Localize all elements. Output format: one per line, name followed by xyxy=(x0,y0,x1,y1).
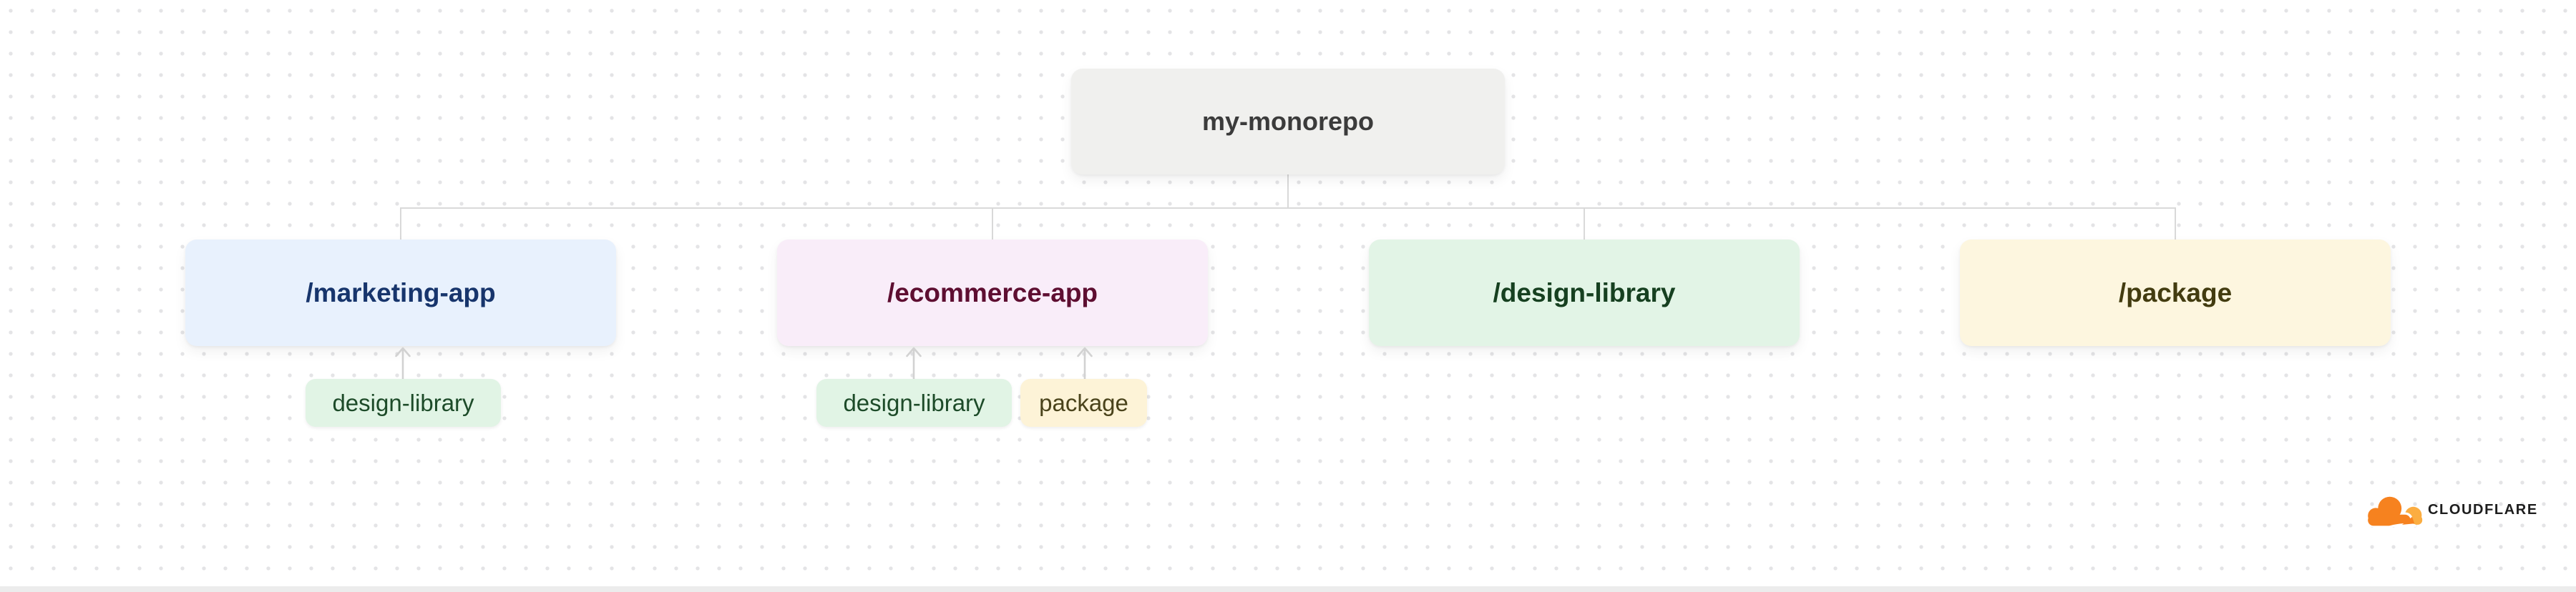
cloudflare-cloud-icon xyxy=(2366,494,2423,527)
bottom-edge-strip xyxy=(0,586,2576,592)
node-package: /package xyxy=(1960,240,2391,346)
node-label: /package xyxy=(2118,277,2233,307)
node-design-library: /design-library xyxy=(1369,240,1800,346)
node-my-monorepo: my-monorepo xyxy=(1071,69,1505,174)
cloudflare-logo: CLOUDFLARE xyxy=(2365,493,2538,527)
node-label: /marketing-app xyxy=(306,277,496,307)
connector-stub-package xyxy=(2175,208,2176,240)
connector-stub-marketing-app xyxy=(400,208,401,240)
dependency-tag-label: design-library xyxy=(332,389,474,416)
dependency-tag-package: package xyxy=(1020,379,1147,427)
node-label: /design-library xyxy=(1493,277,1676,307)
connector-bus-line xyxy=(400,207,2176,209)
dependency-tag-design-library: design-library xyxy=(816,379,1012,427)
connector-stub-ecommerce-app xyxy=(992,208,993,240)
node-ecommerce-app: /ecommerce-app xyxy=(777,240,1208,346)
arrow-up-icon xyxy=(906,347,922,381)
node-label: /ecommerce-app xyxy=(887,277,1098,307)
node-marketing-app: /marketing-app xyxy=(185,240,616,346)
connector-root-stub xyxy=(1287,174,1289,208)
node-label: my-monorepo xyxy=(1201,107,1374,136)
dependency-tag-design-library: design-library xyxy=(306,379,501,427)
dependency-tag-label: design-library xyxy=(843,389,985,416)
cloudflare-wordmark: CLOUDFLARE xyxy=(2428,502,2538,518)
arrow-up-icon xyxy=(395,347,411,381)
arrow-up-icon xyxy=(1077,347,1093,381)
dependency-tag-label: package xyxy=(1039,389,1128,416)
connector-stub-design-library xyxy=(1584,208,1585,240)
